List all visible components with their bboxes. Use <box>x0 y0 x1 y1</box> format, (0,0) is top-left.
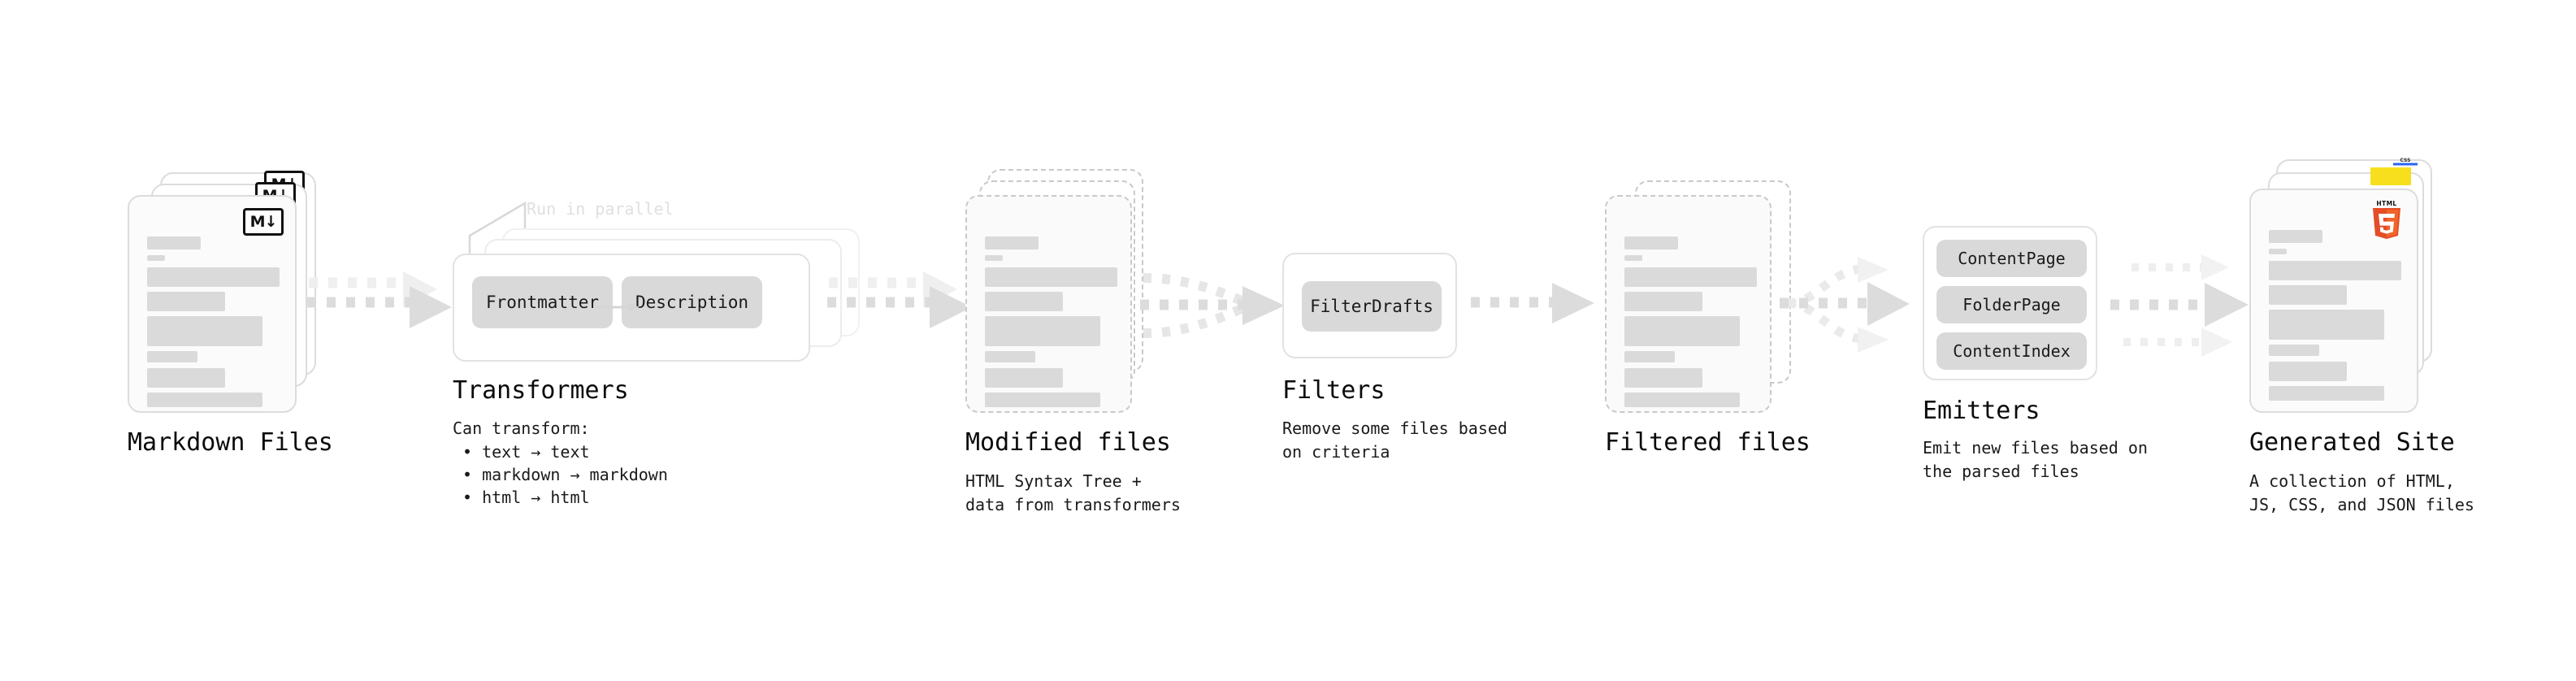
skeleton-bar <box>985 393 1100 407</box>
run-in-parallel-label: Run in parallel <box>527 199 674 219</box>
transformer-chip-frontmatter[interactable]: Frontmatter <box>472 276 613 328</box>
filter-chip-filterdrafts[interactable]: FilterDrafts <box>1302 281 1442 332</box>
generated-site-caption: Generated Site <box>2249 428 2455 457</box>
skeleton-bar <box>985 351 1035 362</box>
skeleton-bar <box>2269 249 2287 254</box>
transformers-subcaption: Can transform: <box>453 419 590 438</box>
skeleton-bar <box>985 368 1063 388</box>
skeleton-bar <box>147 351 197 362</box>
skeleton-bar <box>1624 316 1740 346</box>
emitters-subcaption: Emit new files based on the parsed files <box>1923 438 2148 481</box>
skeleton-bar <box>1624 292 1702 311</box>
svg-text:CSS: CSS <box>2400 158 2411 163</box>
skeleton-bar <box>2269 285 2347 305</box>
html5-icon: HTML <box>2373 200 2400 239</box>
modified-files-subcaption: HTML Syntax Tree + data from transformer… <box>965 471 1181 514</box>
arrow-emitters-to-site <box>2110 254 2249 357</box>
skeleton-bar <box>985 236 1039 249</box>
skeleton-bar <box>147 236 201 249</box>
markdown-card-front: M↓ <box>128 195 297 413</box>
skeleton-bar <box>985 255 1003 261</box>
filters-subcaption: Remove some files based on criteria <box>1282 419 1507 462</box>
transformer-card-front: Frontmatter Description <box>453 254 810 362</box>
skeleton-bar <box>985 292 1063 311</box>
emitter-chip-contentindex[interactable]: ContentIndex <box>1936 332 2087 370</box>
skeleton-bar <box>1624 267 1757 287</box>
skeleton-bar <box>147 368 225 388</box>
transformer-chip-description[interactable]: Description <box>622 276 762 328</box>
arrow-modified-to-filters <box>1140 273 1285 338</box>
emitter-chip-folderpage[interactable]: FolderPage <box>1936 286 2087 323</box>
skeleton-bar <box>147 267 280 287</box>
site-card-front: HTML <box>2249 189 2418 413</box>
arrow-markdown-to-transformers <box>307 271 452 328</box>
skeleton-bar <box>2269 261 2401 280</box>
skeleton-bar <box>147 292 225 311</box>
arrow-filters-to-filtered <box>1471 283 1594 323</box>
filtered-card-front <box>1605 195 1772 413</box>
skeleton-bar <box>1624 236 1678 249</box>
skeleton-bar <box>1624 368 1702 388</box>
filtered-files-caption: Filtered files <box>1605 428 1811 457</box>
filters-caption: Filters <box>1282 376 1386 405</box>
skeleton-bar <box>147 316 262 346</box>
modified-card-front <box>965 195 1132 413</box>
js-icon <box>2370 167 2411 185</box>
css-icon: CSS <box>2393 158 2418 166</box>
emitters-caption: Emitters <box>1923 397 2040 425</box>
skeleton-bar <box>2269 386 2384 401</box>
skeleton-bar <box>2269 362 2347 381</box>
skeleton-bar <box>2269 310 2384 340</box>
filters-card: FilterDrafts <box>1282 253 1457 358</box>
skeleton-bar <box>985 267 1117 287</box>
modified-files-caption: Modified files <box>965 428 1171 457</box>
skeleton-bar <box>985 316 1100 346</box>
emitters-card: ContentPage FolderPage ContentIndex <box>1923 226 2097 380</box>
skeleton-bar <box>147 255 165 261</box>
transformers-bullet-2: • html → html <box>462 488 590 507</box>
skeleton-bar <box>2269 345 2319 356</box>
transformers-bullet-0: • text → text <box>462 442 590 462</box>
skeleton-bar <box>2269 230 2322 243</box>
generated-site-subcaption: A collection of HTML, JS, CSS, and JSON … <box>2249 471 2474 514</box>
markdown-files-caption: Markdown Files <box>128 428 333 457</box>
transformers-caption: Transformers <box>453 376 629 405</box>
markdown-icon: M↓ <box>243 208 284 236</box>
emitter-chip-contentpage[interactable]: ContentPage <box>1936 240 2087 277</box>
skeleton-bar <box>1624 351 1675 362</box>
skeleton-bar <box>1624 393 1740 407</box>
transformers-bullet-1: • markdown → markdown <box>462 465 668 484</box>
svg-text:HTML: HTML <box>2376 200 2396 207</box>
arrow-filtered-to-emitters <box>1780 257 1910 353</box>
skeleton-bar <box>1624 255 1642 261</box>
skeleton-bar <box>147 393 262 407</box>
